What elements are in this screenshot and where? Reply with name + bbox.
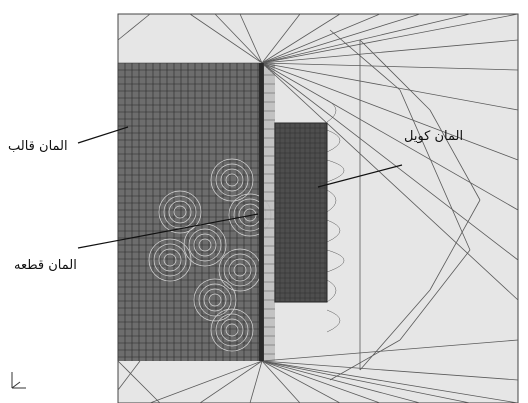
outer-mesh-line [214, 13, 263, 64]
mesh-distortion-ring [225, 323, 239, 337]
transition-arc [326, 129, 341, 153]
mesh-distortion-ring [220, 318, 244, 342]
outer-mesh-line [261, 360, 519, 403]
outer-mesh-line [261, 39, 519, 64]
mesh-distortion-ring [215, 163, 249, 197]
outer-mesh-line [329, 339, 401, 381]
mesh-distortion-ring [228, 193, 272, 237]
outer-mesh-line [261, 62, 519, 301]
transition-arc [326, 279, 337, 303]
workpiece-leader-line [77, 213, 259, 249]
outer-mesh-line [261, 62, 519, 71]
mesh-distortion-ring [220, 168, 244, 192]
mesh-distortion-ring [225, 173, 239, 187]
outer-mesh-line [261, 62, 519, 161]
mesh-distortion-ring [210, 158, 254, 202]
mesh-distortion-ring [198, 283, 232, 317]
outer-mesh-line [359, 39, 431, 111]
mold-grid [117, 62, 260, 361]
outer-mesh-line [359, 289, 431, 371]
outer-mesh-line [261, 13, 301, 64]
mesh-distortion-ring [228, 258, 252, 282]
outer-mesh-line [117, 360, 141, 391]
mesh-distortion-ring [158, 190, 202, 234]
mold-leader-line [77, 126, 129, 144]
outer-mesh-line [261, 13, 341, 64]
mesh-distortion-ring [173, 205, 187, 219]
workpiece-label: المان قطعه [14, 258, 77, 273]
outer-mesh-line [261, 13, 381, 64]
workpiece-region [259, 63, 264, 361]
mesh-distortion-ring [193, 278, 237, 322]
mesh-distortion-ring [153, 243, 187, 277]
transition-arc [326, 189, 337, 213]
mesh-distortion-ring [243, 208, 257, 222]
mesh-distortion-ring [223, 253, 257, 287]
mesh-distortion-ring [193, 233, 217, 257]
transition-arc [326, 219, 341, 243]
mesh-distortion-ring [215, 313, 249, 347]
outer-mesh-line [429, 199, 481, 291]
mold-label: المان قالب [8, 139, 68, 154]
outer-mesh-line [261, 62, 519, 211]
outer-mesh-line [261, 360, 301, 403]
mold-region [118, 63, 260, 361]
mesh-distortion-ring [208, 293, 222, 307]
outer-mesh [117, 13, 519, 403]
outer-mesh-line [261, 13, 519, 64]
outer-mesh-line [149, 360, 263, 403]
outer-mesh-line [239, 13, 263, 64]
outer-mesh-line [261, 62, 519, 111]
transition-arc [326, 309, 341, 333]
coil-label: المان کويل [404, 129, 464, 144]
coil-leader-line [317, 164, 403, 188]
outer-mesh-line [429, 109, 481, 201]
mesh-distortion-ring [203, 288, 227, 312]
outer-mesh-line [261, 360, 381, 403]
transition-arc [326, 99, 337, 123]
coil-region [274, 122, 328, 303]
mesh-distortion-ring [183, 223, 227, 267]
mesh-distortion-ring [163, 195, 197, 229]
outer-mesh-line [189, 13, 263, 64]
transition-mesh [263, 63, 345, 361]
mesh-distortion-ring [163, 253, 177, 267]
mesh-distortion-ring [198, 238, 212, 252]
mesh-distortion-ring [168, 200, 192, 224]
outer-mesh-line [261, 62, 519, 261]
outer-mesh-line [261, 360, 421, 403]
outer-mesh-line [117, 360, 161, 403]
mesh-distortion-ring [158, 248, 182, 272]
transition-arc [326, 159, 345, 183]
outer-mesh-line [249, 360, 263, 403]
outer-mesh-line [199, 360, 263, 403]
mesh-distortion-ring [233, 263, 247, 277]
outer-mesh-line [399, 89, 471, 251]
outer-mesh-line [261, 13, 421, 64]
mesh-distortion-ring [188, 228, 222, 262]
outer-mesh-line [261, 360, 341, 403]
coil-grid [274, 122, 327, 302]
outer-mesh-line [261, 360, 519, 381]
outer-mesh-line [329, 29, 401, 91]
mesh-distortion-ring [148, 238, 192, 282]
transition-arc [326, 249, 345, 273]
mesh-distortion-ring [210, 308, 254, 352]
outer-mesh-line [261, 339, 519, 362]
axis-triad-icon [11, 372, 26, 389]
outer-mesh-line [399, 249, 471, 341]
outer-mesh-line [261, 360, 471, 403]
outer-mesh-line [117, 13, 151, 41]
outer-mesh-line [261, 13, 471, 64]
